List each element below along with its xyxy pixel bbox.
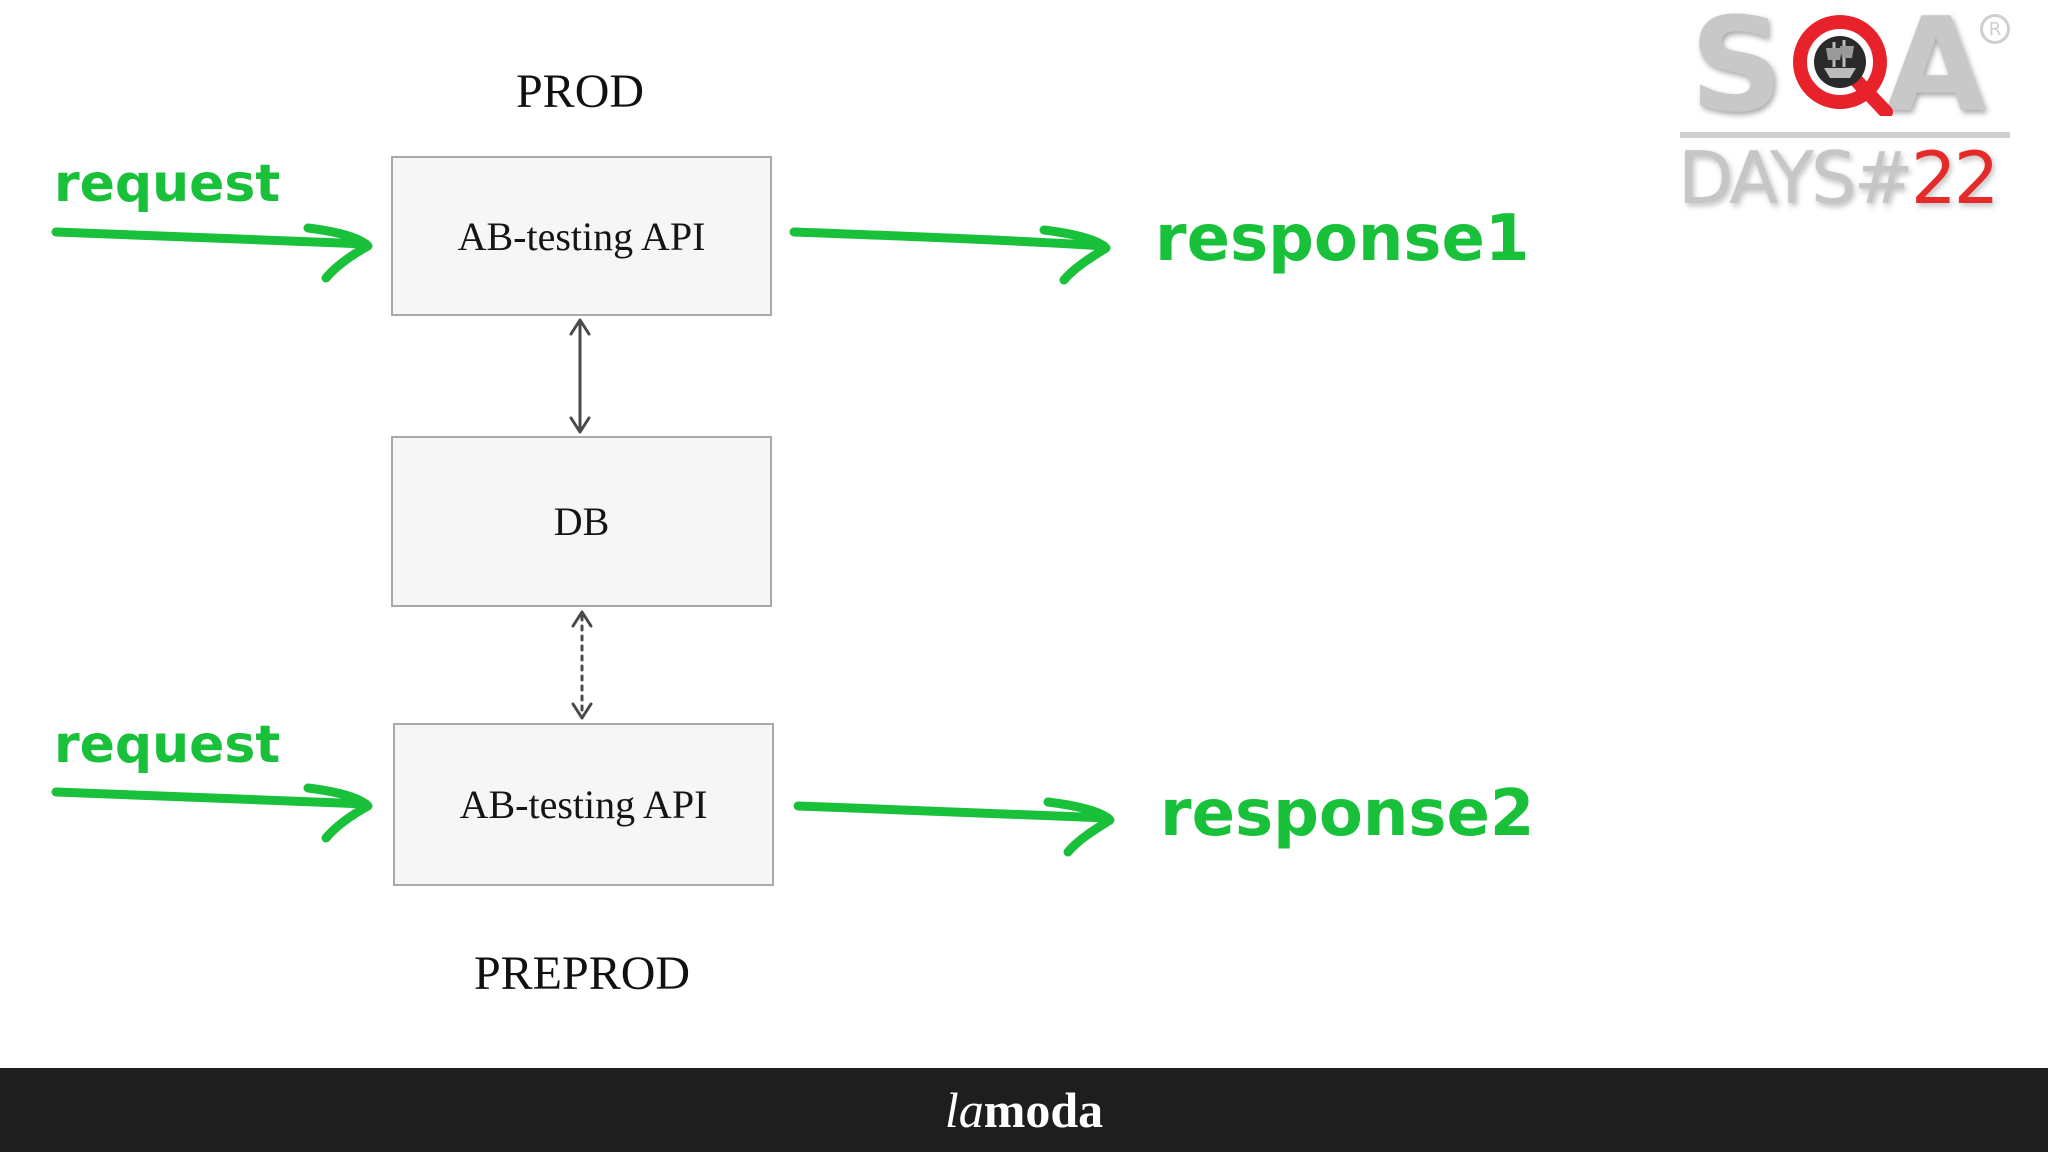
- logo-divider: [1680, 132, 2010, 138]
- db-label: DB: [553, 499, 610, 544]
- footer-bar: lamoda: [0, 1068, 2048, 1152]
- days-number: 22: [1910, 136, 2000, 220]
- days-wordmark: DAYS#22: [1678, 142, 1999, 214]
- prod-db-solid-link: [569, 318, 591, 434]
- brand-bold-part: moda: [983, 1082, 1104, 1138]
- diagram-connectors: [51, 223, 1115, 857]
- preprod-ab-testing-api-node: AB-testing API: [393, 723, 774, 886]
- prod-label: PROD: [515, 65, 645, 118]
- prod-request-label: request: [54, 154, 281, 214]
- preprod-request-label: request: [54, 715, 281, 775]
- preprod-request-arrow: [51, 783, 373, 843]
- brand-italic-part: la: [944, 1082, 984, 1138]
- sqa-letter-a: A: [1885, 0, 1987, 141]
- sqa-ship-q-icon: [1793, 15, 1893, 116]
- preprod-label: PREPROD: [473, 947, 691, 1000]
- registered-mark: R: [1980, 14, 2010, 44]
- prod-request-arrow: [51, 223, 373, 283]
- sqa-letter-s: S: [1690, 0, 1784, 141]
- db-preprod-dotted-link: [571, 610, 593, 720]
- days-text: DAYS#: [1678, 136, 1914, 220]
- slide-canvas: PROD AB-testing API DB AB-testing API PR…: [51, 0, 2010, 1000]
- prod-ab-testing-api-node: AB-testing API: [391, 156, 772, 316]
- preprod-response-label: response2: [1160, 777, 1535, 851]
- prod-ab-testing-api-label: AB-testing API: [457, 213, 706, 259]
- db-node: DB: [391, 436, 772, 607]
- preprod-ab-testing-api-label: AB-testing API: [459, 782, 708, 827]
- preprod-response-arrow: [793, 797, 1115, 857]
- lamoda-brand: lamoda: [945, 1081, 1103, 1139]
- prod-response-label: response1: [1155, 202, 1530, 276]
- prod-response-arrow: [789, 225, 1111, 285]
